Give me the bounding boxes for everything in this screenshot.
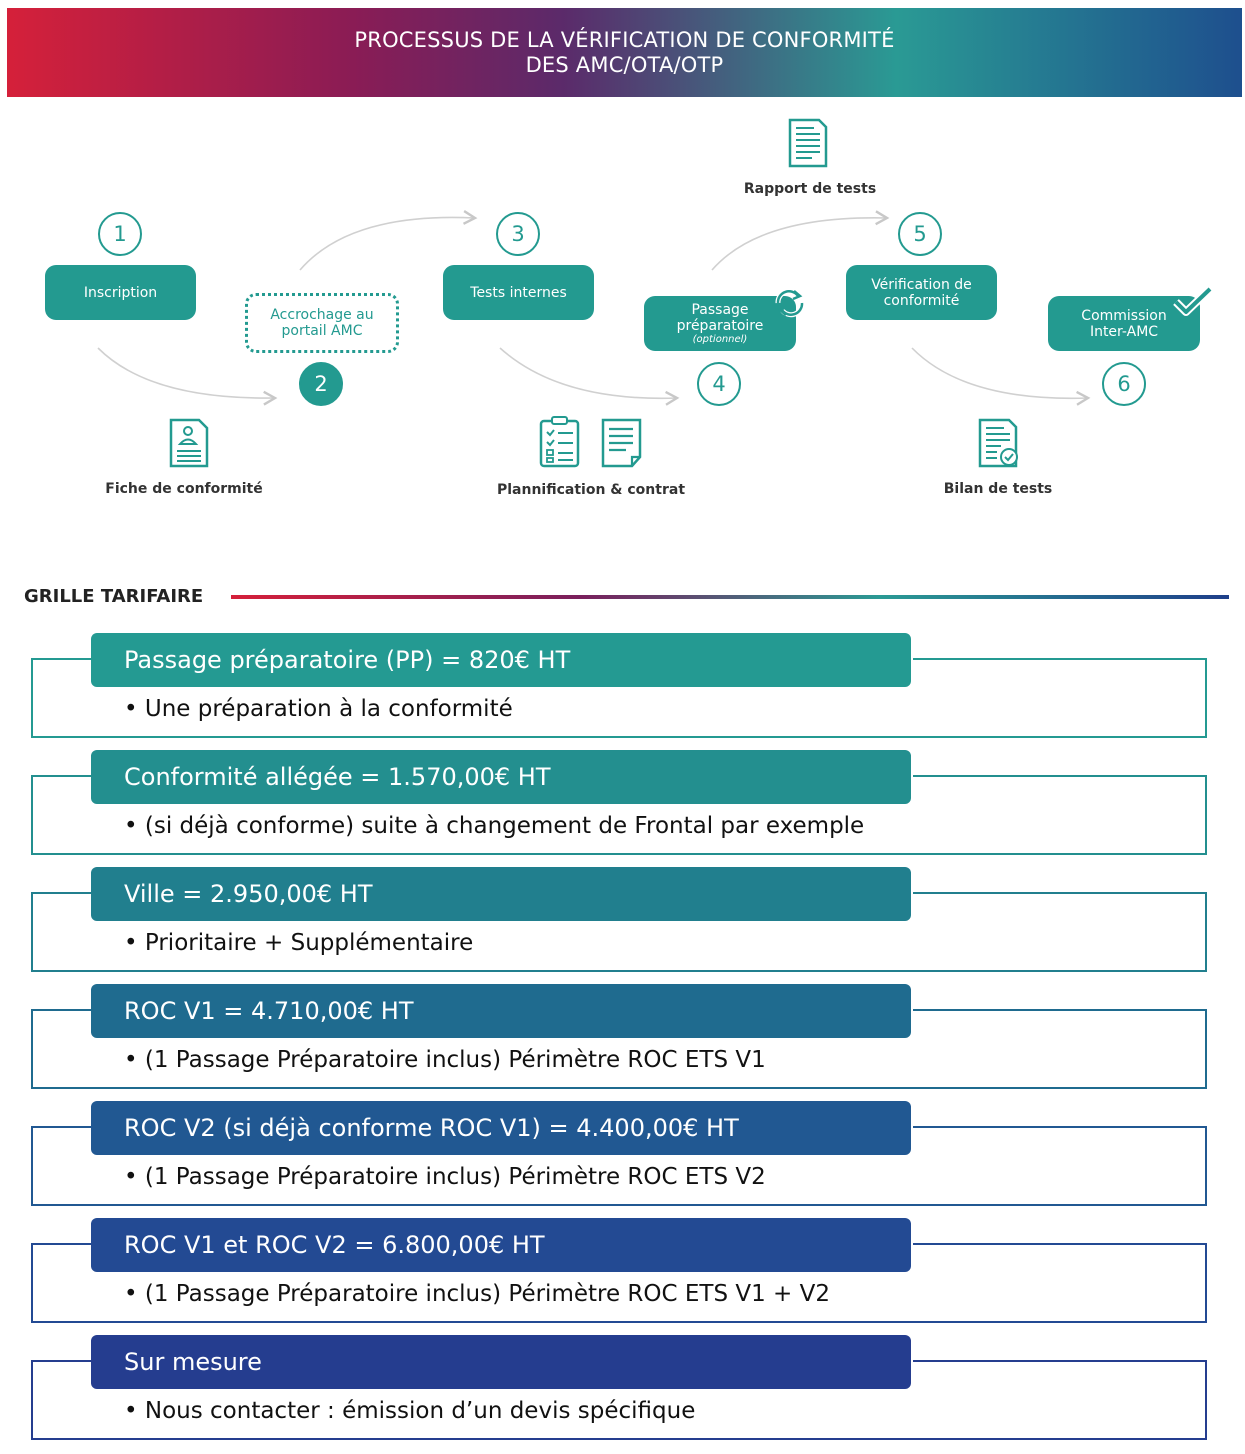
pricing-header: ROC V1 = 4.710,00€ HT: [91, 984, 911, 1038]
pricing-description: • (1 Passage Préparatoire inclus) Périmè…: [124, 1281, 831, 1307]
step-sublabel-4: (optionnel): [692, 334, 748, 345]
caption-fiche-conformite: Fiche de conformité: [105, 481, 263, 497]
caption-rapport-tests: Rapport de tests: [743, 181, 877, 197]
pricing-description: • (1 Passage Préparatoire inclus) Périmè…: [124, 1164, 766, 1190]
arrow-1-2: [97, 347, 278, 406]
step-label-5: Vérification de conformité: [871, 276, 972, 309]
arrow-2-3: [299, 210, 478, 271]
pricing-description: • (1 Passage Préparatoire inclus) Périmè…: [124, 1047, 766, 1073]
pricing-description: • Une préparation à la conformité: [124, 696, 513, 722]
pricing-description: • Nous contacter : émission d’un devis s…: [124, 1398, 696, 1424]
grille-tarifaire-title: GRILLE TARIFAIRE: [24, 586, 204, 607]
step-label-2: Accrochage au portail AMC: [270, 307, 374, 339]
caption-plannification-contrat: Plannification & contrat: [496, 482, 686, 498]
grille-divider: [231, 595, 1229, 599]
step-box-accrochage: Accrochage au portail AMC: [245, 293, 399, 353]
step-box-inscription: Inscription: [45, 265, 196, 320]
banner-title-line1: PROCESSUS DE LA VÉRIFICATION DE CONFORMI…: [354, 27, 895, 52]
checklist-icon: [539, 416, 580, 468]
step-number-4: 4: [697, 362, 741, 406]
step-number-2: 2: [299, 362, 343, 406]
pricing-header: Ville = 2.950,00€ HT: [91, 867, 911, 921]
banner-title-line2: DES AMC/OTA/OTP: [525, 52, 724, 77]
pricing-header: Sur mesure: [91, 1335, 911, 1389]
report-check-icon: [978, 418, 1018, 468]
report-document-icon: [788, 118, 828, 168]
step-box-passage-preparatoire: Passage préparatoire (optionnel): [644, 296, 796, 351]
pricing-card-frame: [31, 658, 1207, 738]
title-banner: PROCESSUS DE LA VÉRIFICATION DE CONFORMI…: [7, 8, 1242, 97]
refresh-icon: [775, 288, 805, 318]
pricing-description: • Prioritaire + Supplémentaire: [124, 930, 474, 956]
step-label-3: Tests internes: [470, 284, 567, 301]
step-box-tests-internes: Tests internes: [443, 265, 594, 320]
contract-document-icon: [601, 418, 642, 468]
pricing-card-frame: [31, 1126, 1207, 1206]
user-document-icon: [169, 418, 209, 468]
step-number-3: 3: [496, 212, 540, 256]
pricing-header: Passage préparatoire (PP) = 820€ HT: [91, 633, 911, 687]
pricing-card-frame: [31, 775, 1207, 855]
pricing-card-frame: [31, 1243, 1207, 1323]
arrow-3-4: [499, 347, 680, 406]
step-number-5: 5: [898, 212, 942, 256]
step-box-verification: Vérification de conformité: [846, 265, 997, 320]
caption-bilan-tests: Bilan de tests: [943, 481, 1053, 497]
pricing-card-frame: [31, 1360, 1207, 1440]
pricing-description: • (si déjà conforme) suite à changement …: [124, 813, 865, 839]
pricing-card-frame: [31, 1009, 1207, 1089]
step-number-6: 6: [1102, 362, 1146, 406]
pricing-header: ROC V1 et ROC V2 = 6.800,00€ HT: [91, 1218, 911, 1272]
step-number-1: 1: [98, 212, 142, 256]
step-label-6: Commission Inter-AMC: [1081, 307, 1167, 340]
pricing-header: ROC V2 (si déjà conforme ROC V1) = 4.400…: [91, 1101, 911, 1155]
arrow-4-5: [711, 210, 890, 271]
process-arrows: [97, 210, 1091, 406]
arrow-5-6: [911, 347, 1091, 406]
step-label-4: Passage préparatoire: [676, 302, 764, 334]
step-label-1: Inscription: [83, 284, 158, 301]
pricing-header: Conformité allégée = 1.570,00€ HT: [91, 750, 911, 804]
checkmark-icon: [1173, 286, 1213, 316]
pricing-card-frame: [31, 892, 1207, 972]
